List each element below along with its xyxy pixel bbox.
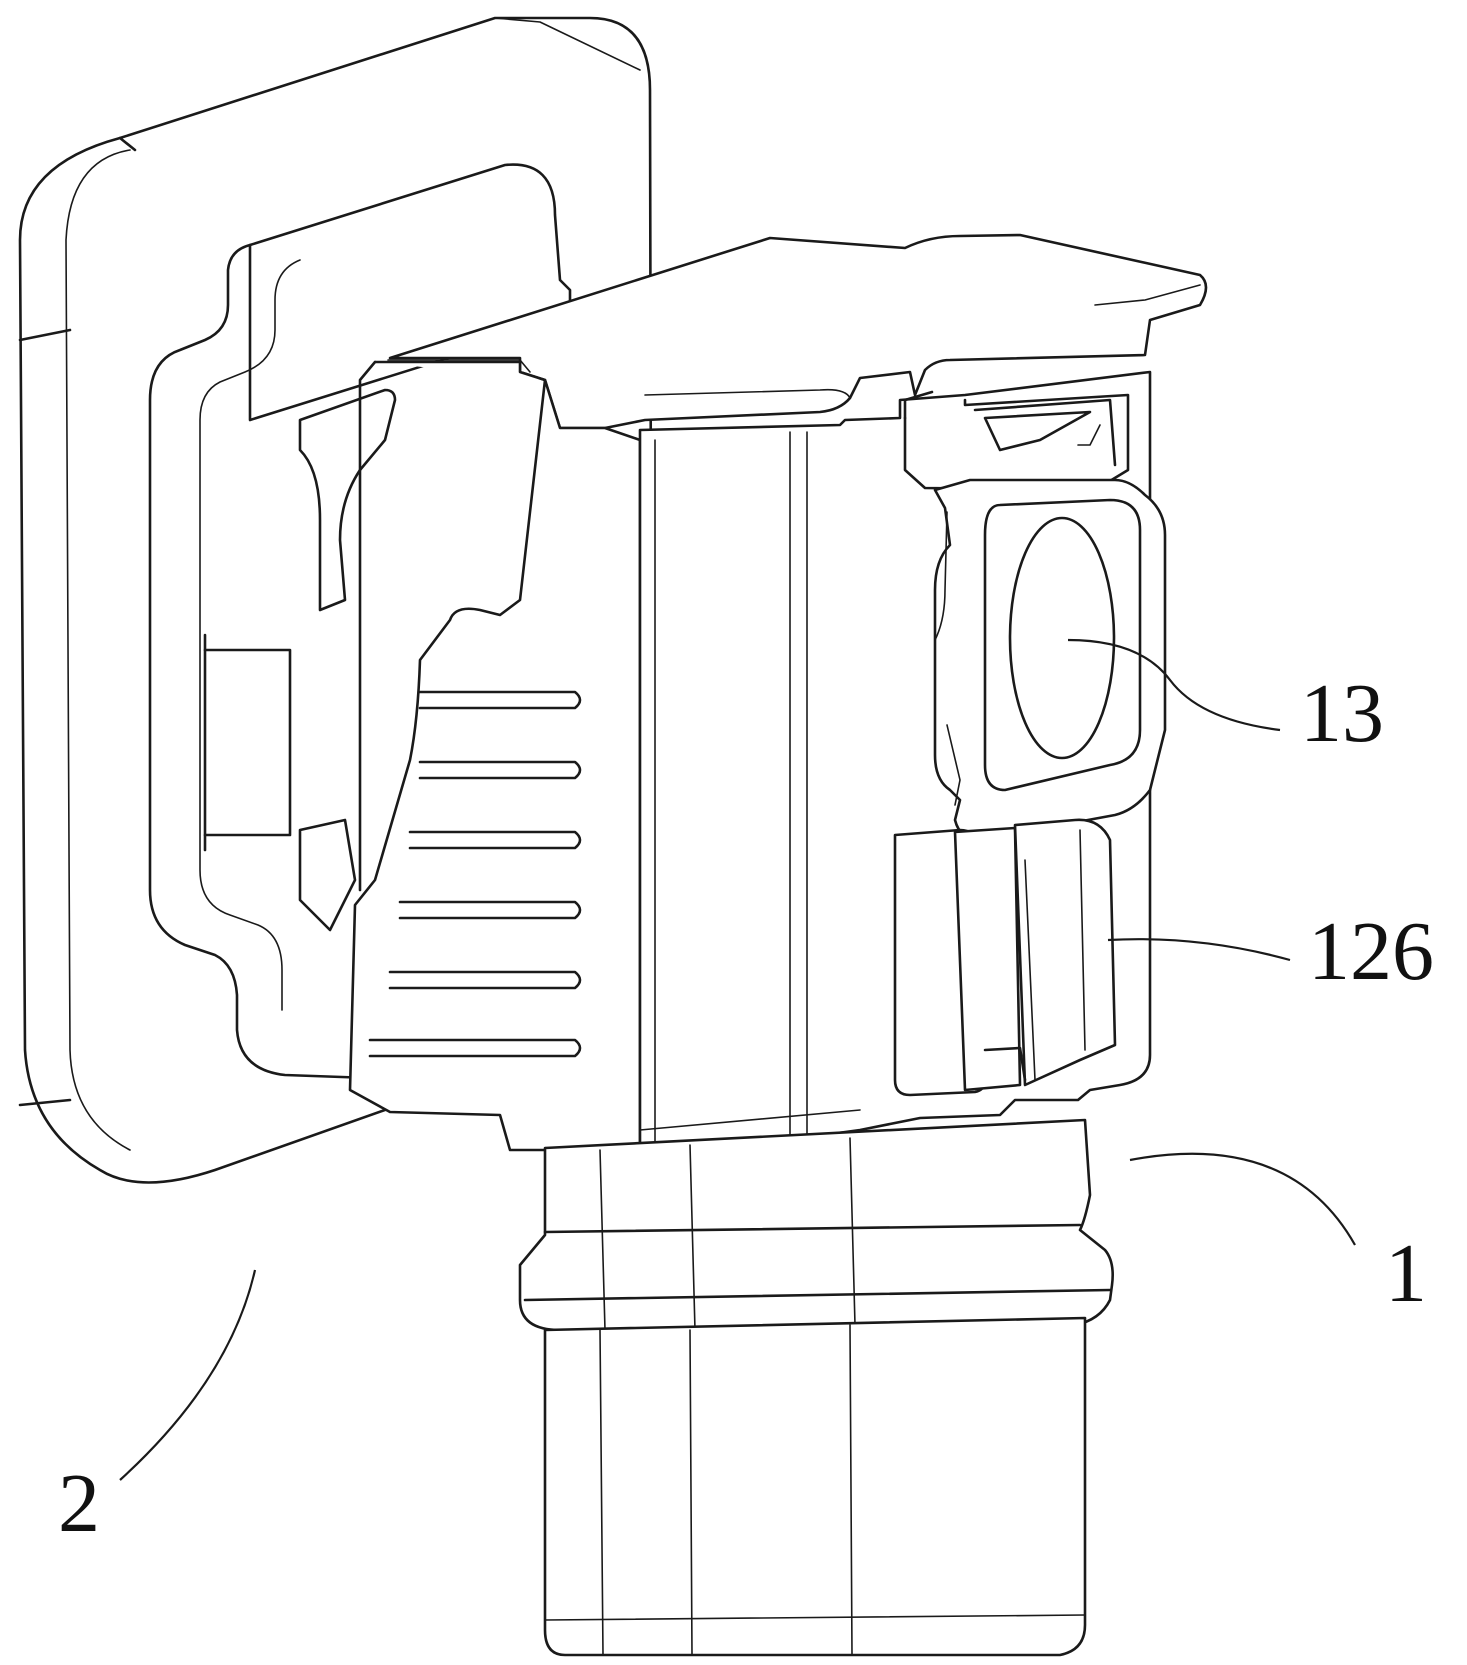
leader-2	[119, 1269, 257, 1481]
label-2: 2	[58, 1457, 100, 1550]
leader-126	[1107, 938, 1291, 962]
side-latch	[298, 388, 397, 932]
leader-lines	[119, 638, 1356, 1481]
leader-1	[1129, 1152, 1356, 1246]
label-126: 126	[1308, 905, 1434, 998]
round-window-13	[933, 478, 1167, 842]
label-13: 13	[1300, 667, 1384, 760]
leader-13	[1067, 638, 1281, 732]
rib-slots	[368, 690, 582, 1058]
latch-block-126	[893, 818, 1117, 1097]
cable-boot	[518, 1118, 1114, 1657]
label-1: 1	[1385, 1227, 1427, 1320]
